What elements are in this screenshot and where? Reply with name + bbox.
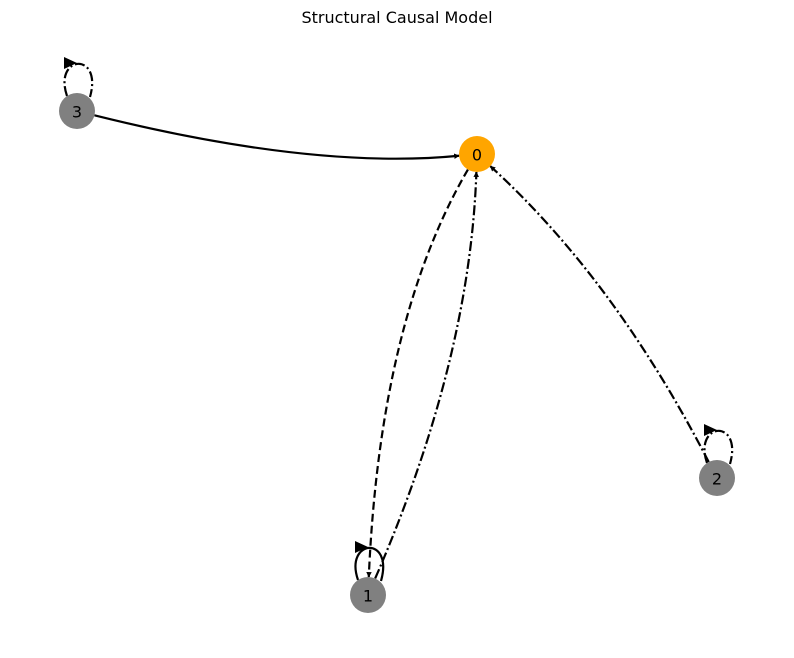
diagram-title: Structural Causal Model — [301, 8, 493, 27]
self-loop-1 — [354, 546, 385, 582]
node-0-circle — [459, 136, 495, 172]
node-1-circle — [350, 577, 386, 613]
node-2[interactable]: 2 — [699, 460, 735, 496]
node-3[interactable]: 3 — [59, 93, 95, 129]
edge-3-to-0 — [94, 114, 460, 160]
self-loop-1-arrowhead — [355, 541, 368, 553]
self-loop-2-arrowhead — [704, 424, 717, 436]
self-loop-3 — [63, 62, 94, 98]
node-2-label: 2 — [712, 470, 722, 489]
node-0-label: 0 — [472, 146, 482, 165]
self-loop-2 — [703, 429, 734, 465]
node-3-label: 3 — [72, 103, 82, 122]
edge-layer — [63, 57, 734, 582]
edge-0-to-1 — [366, 168, 469, 578]
edge-2-to-0 — [489, 165, 710, 463]
node-2-circle — [699, 460, 735, 496]
edge-1-to-0 — [374, 171, 479, 579]
node-0[interactable]: 0 — [459, 136, 495, 172]
self-loop-3-arrowhead — [64, 57, 77, 69]
node-1[interactable]: 1 — [350, 577, 386, 613]
node-layer: 0 1 2 3 — [59, 93, 735, 613]
node-1-label: 1 — [363, 587, 373, 606]
node-3-circle — [59, 93, 95, 129]
